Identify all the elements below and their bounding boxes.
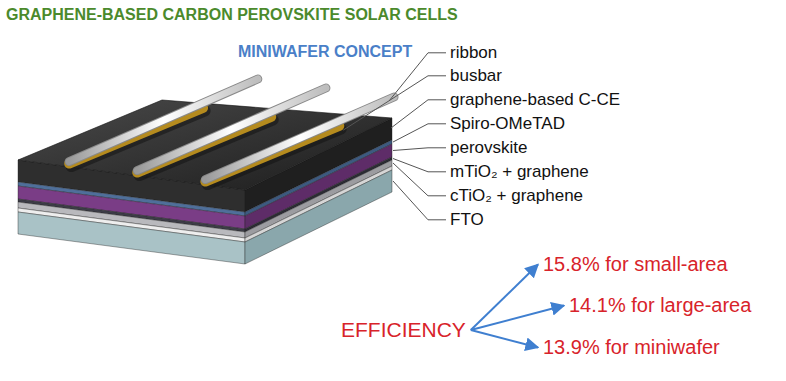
leader-line bbox=[393, 124, 446, 142]
node-text: 14.1% for large-area bbox=[569, 294, 751, 317]
efficiency-value: 15.8% for small-area bbox=[540, 251, 731, 278]
ribbon-edge bbox=[137, 88, 326, 171]
leader-line bbox=[343, 76, 446, 130]
layer-label: cTiO₂ + graphene bbox=[450, 186, 583, 206]
arrow-connector bbox=[471, 330, 538, 347]
leader-line bbox=[393, 163, 446, 196]
layer-label: busbar bbox=[450, 66, 502, 86]
efficiency-value: 13.9% for miniwafer bbox=[540, 334, 723, 361]
layer-label: perovskite bbox=[450, 138, 527, 158]
leader-line bbox=[393, 181, 446, 220]
node-text: EFFICIENCY bbox=[341, 318, 466, 342]
title: GRAPHENE-BASED CARBON PEROVSKITE SOLAR C… bbox=[6, 6, 458, 24]
efficiency-heading: EFFICIENCY bbox=[338, 316, 469, 344]
arrow-connector bbox=[471, 306, 564, 331]
efficiency-value: 14.1% for large-area bbox=[566, 292, 754, 319]
layer-side-face bbox=[245, 170, 392, 264]
layer-label: graphene-based C-CE bbox=[450, 90, 620, 110]
ribbon bbox=[137, 88, 326, 171]
node-text: 13.9% for miniwafer bbox=[543, 336, 720, 359]
ribbon bbox=[205, 97, 394, 180]
layer-front-face bbox=[18, 212, 245, 264]
ribbon-edge bbox=[69, 79, 258, 162]
layer-label: ribbon bbox=[450, 43, 497, 63]
layer-label: FTO bbox=[450, 210, 484, 230]
ribbon bbox=[69, 79, 258, 162]
subtitle: MINIWAFER CONCEPT bbox=[238, 43, 412, 61]
ribbon-edge bbox=[205, 97, 394, 180]
node-text: 15.8% for small-area bbox=[543, 253, 728, 276]
leader-line bbox=[393, 148, 446, 151]
layer-label: mTiO₂ + graphene bbox=[450, 162, 589, 182]
layer-label: Spiro-OMeTAD bbox=[450, 114, 565, 134]
